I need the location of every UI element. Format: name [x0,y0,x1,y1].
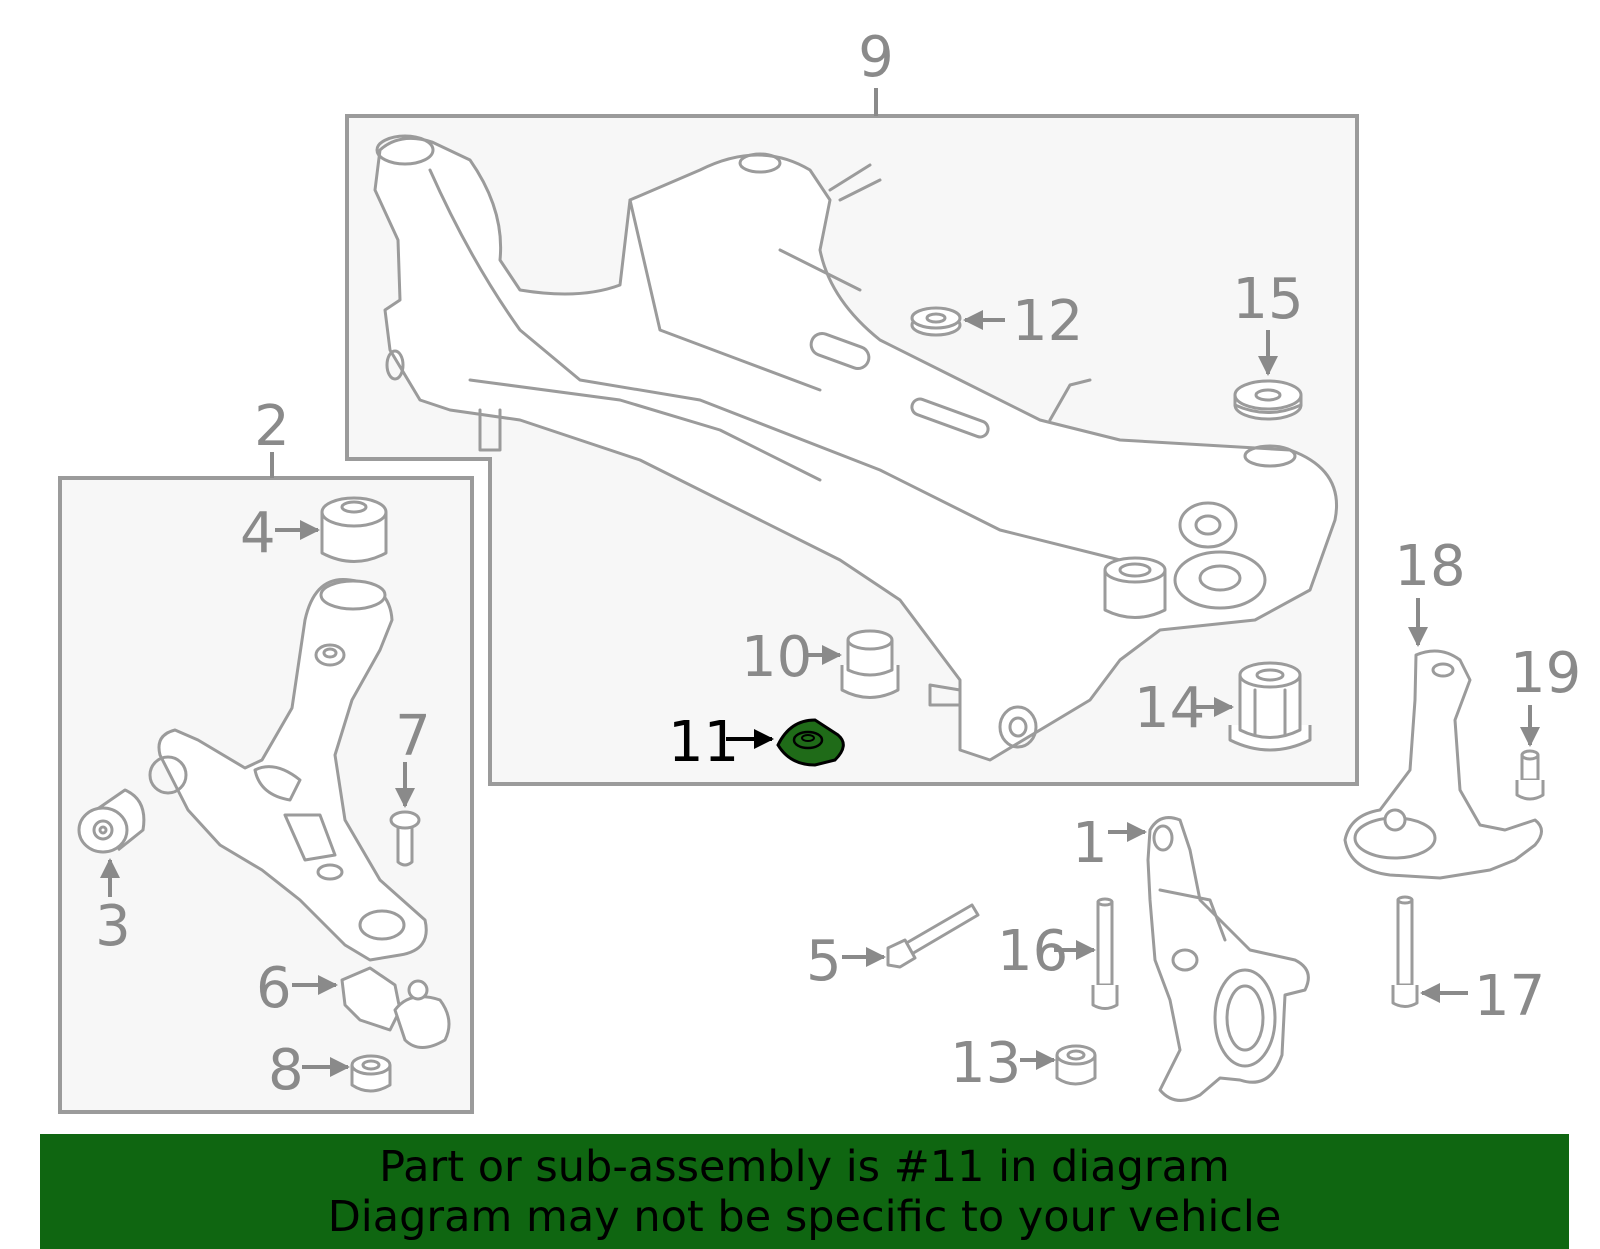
part-1-knuckle: 1 [1072,811,1310,1102]
callout-12[interactable]: 12 [1012,289,1083,354]
part-14-bushing: 14 [1134,661,1312,752]
part-5-bolt: 5 [806,903,980,994]
part-8-nut: 8 [268,1038,392,1103]
part-3-bushing: 3 [77,788,146,959]
callout-14[interactable]: 14 [1134,676,1205,741]
callout-16[interactable]: 16 [997,919,1068,984]
info-line-2: Diagram may not be specific to your vehi… [327,1192,1282,1242]
callout-19[interactable]: 19 [1510,641,1581,706]
part-15-washer: 15 [1232,267,1304,421]
subframe-crossmember [373,134,1338,762]
part-7-bolt: 7 [389,704,431,867]
part-17-bolt: 17 [1391,895,1545,1029]
part-10-bushing: 10 [741,625,900,699]
part-11-highlighted[interactable]: 11 [668,710,845,775]
callout-2[interactable]: 2 [254,394,290,459]
callout-11[interactable]: 11 [668,710,739,775]
part-4-bushing: 4 [240,496,388,566]
lower-control-arm [148,578,428,962]
callout-5[interactable]: 5 [806,929,842,994]
callout-4[interactable]: 4 [240,501,276,566]
callout-9[interactable]: 9 [858,25,894,90]
part-13-nut: 13 [950,1031,1097,1096]
callout-13[interactable]: 13 [950,1031,1021,1096]
callout-7[interactable]: 7 [395,704,431,769]
info-line-1: Part or sub-assembly is #11 in diagram [379,1142,1230,1192]
info-banner: Part or sub-assembly is #11 in diagram D… [40,1134,1569,1249]
part-16-bolt: 16 [997,897,1119,1010]
callout-15[interactable]: 15 [1232,267,1303,332]
callout-8[interactable]: 8 [268,1038,304,1103]
part-18-bracket: 18 [1343,534,1543,880]
callout-10[interactable]: 10 [741,625,812,690]
callout-18[interactable]: 18 [1394,534,1465,599]
callout-1[interactable]: 1 [1072,811,1108,876]
callout-6[interactable]: 6 [256,956,292,1021]
part-19-bolt: 19 [1510,641,1581,801]
subframe-bushing [1103,556,1167,619]
callout-3[interactable]: 3 [95,894,131,959]
callout-17[interactable]: 17 [1474,964,1545,1029]
part-6-ball-joint: 6 [256,956,451,1049]
part-12-washer: 12 [910,289,1083,354]
